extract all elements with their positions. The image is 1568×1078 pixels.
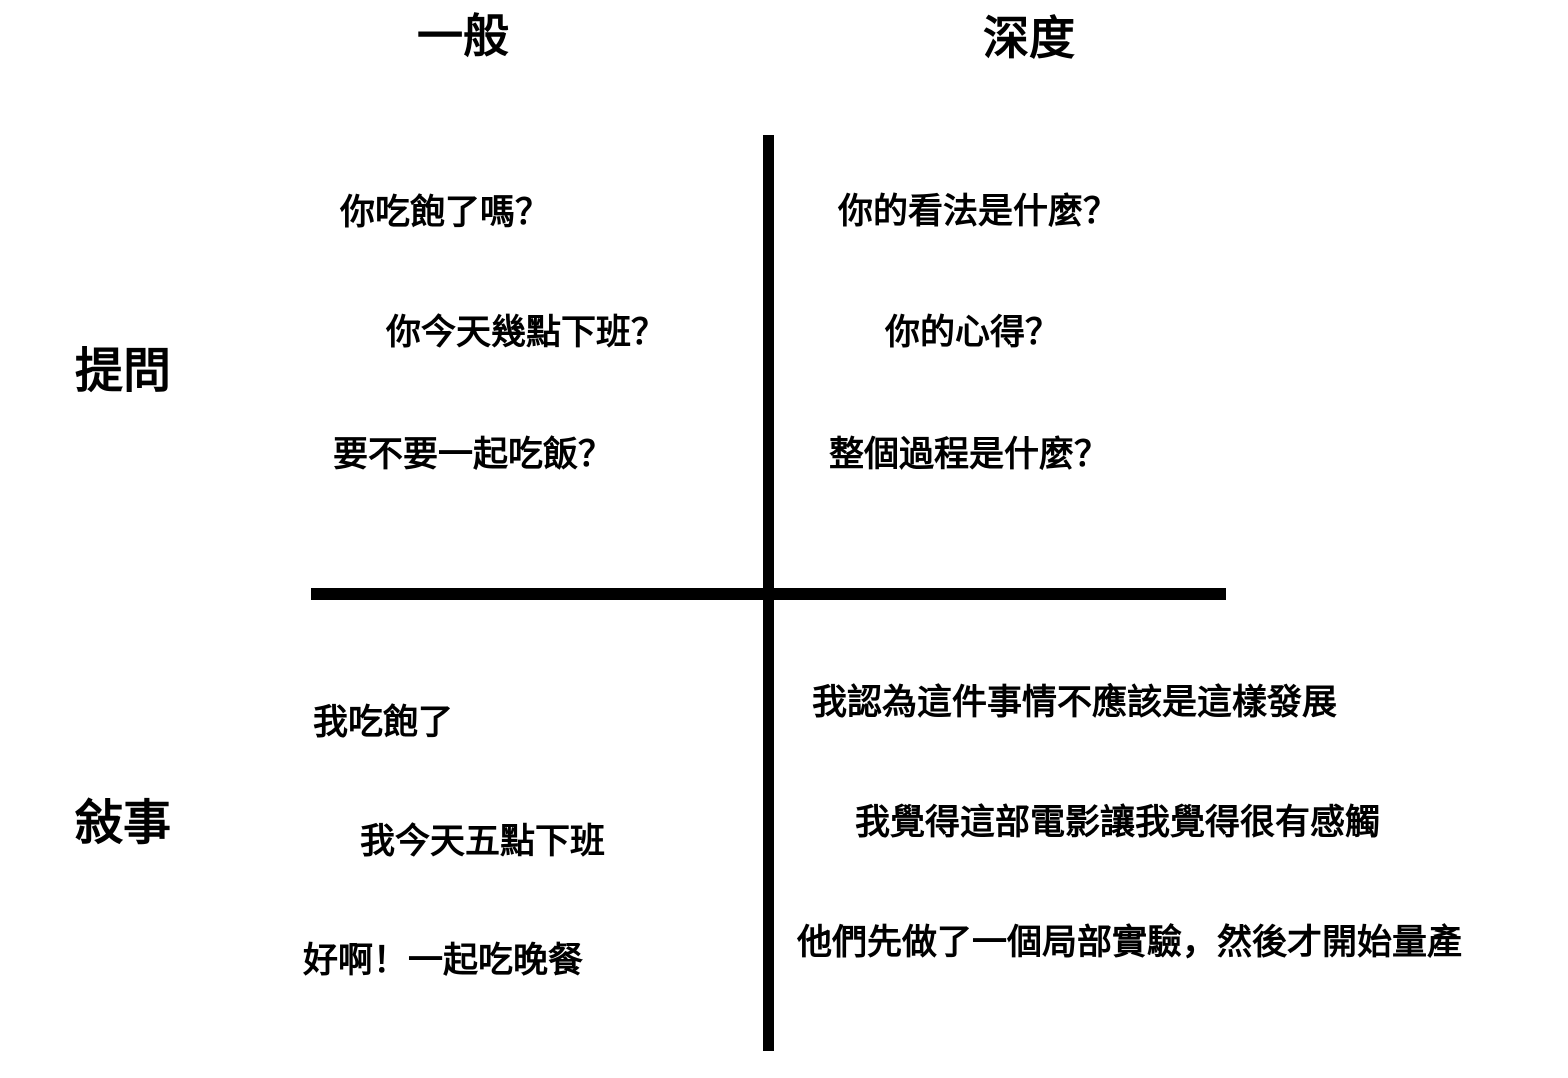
quadrant-bottom-right-item-3: 他們先做了一個局部實驗，然後才開始量產 xyxy=(797,923,1463,962)
row-label-narrative: 敍事 xyxy=(75,797,172,850)
horizontal-axis-line xyxy=(311,588,1226,600)
quadrant-top-right-item-2: 你的心得？ xyxy=(885,313,1061,352)
quadrant-top-right-item-3: 整個過程是什麼？ xyxy=(829,435,1110,474)
quadrant-top-right-item-1: 你的看法是什麼？ xyxy=(838,192,1119,231)
quadrant-bottom-right-item-1: 我認為這件事情不應該是這樣發展 xyxy=(812,683,1338,722)
quadrant-bottom-left-item-2: 我今天五點下班 xyxy=(360,822,606,861)
quadrant-bottom-right-item-2: 我覺得這部電影讓我覺得很有感觸 xyxy=(855,803,1381,842)
quadrant-top-left-item-1: 你吃飽了嗎？ xyxy=(340,193,551,232)
column-header-depth: 深度 xyxy=(983,13,1075,64)
quadrant-top-left-item-2: 你今天幾點下班？ xyxy=(386,313,667,352)
quadrant-bottom-left-item-3: 好啊！一起吃晚餐 xyxy=(303,941,584,980)
quadrant-top-left-item-3: 要不要一起吃飯？ xyxy=(333,435,614,474)
column-header-general: 一般 xyxy=(417,11,509,62)
quadrant-bottom-left-item-1: 我吃飽了 xyxy=(313,703,454,742)
row-label-question: 提問 xyxy=(75,345,172,398)
